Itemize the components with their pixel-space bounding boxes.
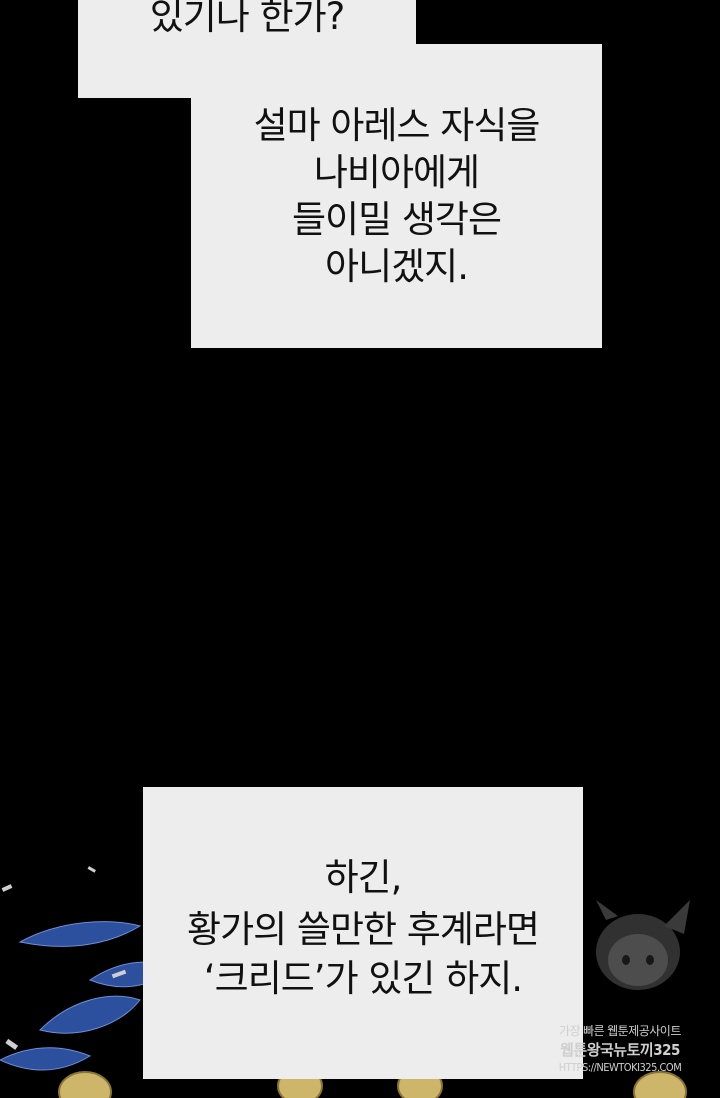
chibi-mascot xyxy=(596,900,690,990)
speech-text-second-line3: 들이밀 생각은 xyxy=(291,198,502,241)
stray-marks xyxy=(1,866,127,1050)
speech-text-bottom-line1: 하긴, xyxy=(324,856,403,899)
speech-text-second-line2: 나비아에게 xyxy=(313,151,480,194)
speech-text-top-line1: 있기나 한가? xyxy=(149,0,346,38)
speech-text-bottom-line2: 황가의 쓸만한 후계라면 xyxy=(187,908,540,951)
watermark-line1: 가장 빠른 웹툰제공사이트 xyxy=(559,1024,681,1038)
watermark-line2: 웹툰왕국뉴토끼325 xyxy=(560,1041,680,1059)
speech-bubble-second xyxy=(191,44,602,348)
speech-bubble-bottom xyxy=(143,787,583,1079)
speech-text-bottom-line3: ‘크리드’가 있긴 하지. xyxy=(203,957,523,1000)
watermark-line3: HTTPS://NEWTOKI325.COM xyxy=(558,1061,682,1074)
speech-text-second-line1: 설마 아레스 자식을 xyxy=(253,104,541,147)
speech-text-second-line4: 아니겠지. xyxy=(325,245,469,288)
